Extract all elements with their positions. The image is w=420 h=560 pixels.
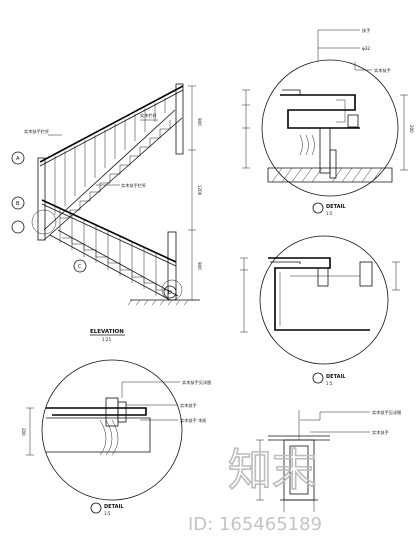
detail-d-label: DETAIL <box>104 504 124 510</box>
elevation-scale: 1:25 <box>102 337 111 342</box>
stair-elevation: 900 1200 900 实木扶手栏杆 实木扶手栏杆 实木栏杆 A B C D … <box>11 83 202 342</box>
detail-d: 200 实木扶手见详图 实木扶手 实木扶手 木质 DETAIL 1:5 <box>21 359 211 516</box>
watermark-id: ID: 165465189 <box>188 514 322 535</box>
detail-c-scale: 1:5 <box>326 381 333 386</box>
marker-a: A <box>16 156 20 162</box>
detail-c: DETAIL 1:5 <box>240 235 400 386</box>
watermark: 知末 ID: 165465189 <box>188 444 322 535</box>
callout-e-2: 实木扶手 <box>372 429 389 436</box>
watermark-logo-text: 知末 <box>228 445 316 496</box>
callout-d-1: 实木扶手见详图 <box>182 379 211 386</box>
callout-handrail-1: 实木扶手栏杆 <box>24 128 50 135</box>
detail-b-scale: 1:5 <box>326 211 333 216</box>
callout-b-3: 实木扶手 <box>374 67 391 74</box>
callout-d-3: 实木扶手 木质 <box>180 417 206 424</box>
callout-baluster: 实木栏杆 <box>140 112 158 119</box>
callout-d-2: 实木扶手 <box>180 402 197 409</box>
detail-e: 实木扶手见详图 实木扶手 <box>256 409 401 512</box>
dim-elev-2: 1200 <box>197 185 202 196</box>
callout-handrail-2: 实木扶手栏杆 <box>121 182 147 189</box>
callout-b-2: φ32 <box>362 46 370 51</box>
marker-c: C <box>78 264 82 270</box>
dim-elev-1: 900 <box>197 118 202 126</box>
elevation-title: ELEVATION <box>90 329 124 335</box>
detail-b-label: DETAIL <box>326 204 346 210</box>
detail-d-scale: 1:5 <box>104 511 111 516</box>
marker-b: B <box>16 201 20 207</box>
dim-b: 200 <box>409 125 414 133</box>
dim-elev-3: 900 <box>197 262 202 270</box>
detail-c-label: DETAIL <box>326 374 346 380</box>
marker-d: D <box>168 290 172 296</box>
dim-d: 200 <box>21 428 26 436</box>
detail-b: 200 扶手 φ32 实木扶手 DETAIL 1:5 <box>242 27 414 216</box>
callout-e-1: 实木扶手见详图 <box>372 409 401 416</box>
callout-b-top: 扶手 <box>362 27 370 34</box>
